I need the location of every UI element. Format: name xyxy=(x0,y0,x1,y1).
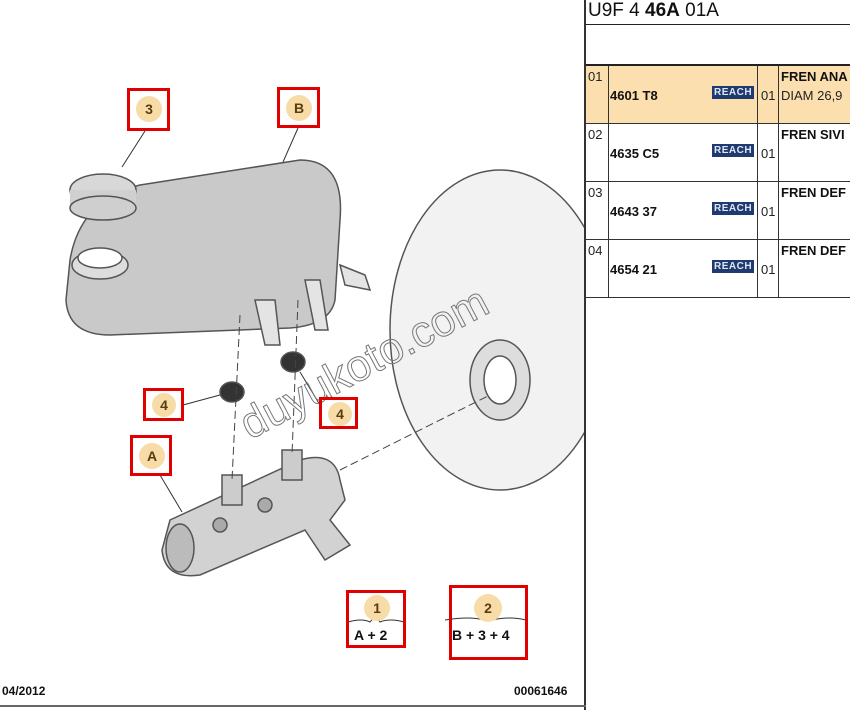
parts-list-panel: U9F 4 46A 01A 01 4601 T8 REACH 01 FREN A… xyxy=(586,0,850,300)
row-index: 03 xyxy=(588,185,603,200)
grommet xyxy=(280,351,306,373)
diagram-date: 04/2012 xyxy=(2,684,46,698)
parts-row[interactable]: 04 4654 21 REACH 01 FREN DEF xyxy=(586,240,850,298)
reach-badge: REACH xyxy=(712,202,755,215)
quantity: 01 xyxy=(761,204,776,219)
bottom-border xyxy=(0,705,586,707)
exploded-view-drawing: duyukoto.com xyxy=(65,127,611,623)
callout-A[interactable]: A xyxy=(130,435,172,476)
master-cylinder xyxy=(161,456,352,577)
parts-row[interactable]: 01 4601 T8 REACH 01 FREN ANA DIAM 26,9 xyxy=(586,66,850,124)
quantity: 01 xyxy=(761,88,776,103)
panel-title: U9F 4 46A 01A xyxy=(588,0,719,21)
row-index: 02 xyxy=(588,127,603,142)
callout-4-right[interactable]: 4 xyxy=(319,397,358,429)
part-detail: DIAM 26,9 xyxy=(781,88,843,103)
col-sep xyxy=(778,124,779,181)
divider xyxy=(586,24,850,25)
callout-3[interactable]: 3 xyxy=(127,88,170,131)
group-number: 2 xyxy=(474,594,502,622)
part-reference[interactable]: 4601 T8 xyxy=(610,88,658,103)
diagram-code: 00061646 xyxy=(514,684,568,698)
group-callout-1[interactable]: 1 A + 2 xyxy=(346,590,406,648)
group-callout-2[interactable]: 2 B + 3 + 4 xyxy=(449,585,528,660)
divider xyxy=(586,64,850,66)
callout-4-left[interactable]: 4 xyxy=(143,388,184,421)
callout-label: A xyxy=(139,443,165,469)
row-index: 04 xyxy=(588,243,603,258)
group-formula: B + 3 + 4 xyxy=(452,627,510,643)
part-description: FREN DEF xyxy=(781,243,846,258)
callout-label: 4 xyxy=(152,393,176,417)
callout-label: 3 xyxy=(136,96,162,122)
reach-badge: REACH xyxy=(712,86,755,99)
col-sep xyxy=(757,66,758,123)
col-sep xyxy=(608,240,609,297)
col-sep xyxy=(778,66,779,123)
col-sep xyxy=(757,124,758,181)
panel-divider xyxy=(584,0,586,710)
parts-row[interactable]: 02 4635 C5 REACH 01 FREN SIVI xyxy=(586,124,850,182)
parts-diagram: duyukoto.com 3 B 4 4 A 1 A + 2 2 B + 3 +… xyxy=(2,87,611,698)
col-sep xyxy=(757,182,758,239)
row-index: 01 xyxy=(588,69,603,84)
quantity: 01 xyxy=(761,146,776,161)
col-sep xyxy=(778,240,779,297)
parts-row[interactable]: 03 4643 37 REACH 01 FREN DEF xyxy=(586,182,850,240)
part-reference[interactable]: 4635 C5 xyxy=(610,146,660,161)
reach-badge: REACH xyxy=(712,260,755,273)
part-description: FREN SIVI xyxy=(781,127,845,142)
group-number: 1 xyxy=(364,595,390,621)
quantity: 01 xyxy=(761,262,776,277)
col-sep xyxy=(757,240,758,297)
callout-label: 4 xyxy=(328,402,352,426)
col-sep xyxy=(608,66,609,123)
part-description: FREN DEF xyxy=(781,185,846,200)
grommet xyxy=(219,381,245,403)
col-sep xyxy=(608,124,609,181)
col-sep xyxy=(608,182,609,239)
part-reference[interactable]: 4643 37 xyxy=(610,204,657,219)
part-description: FREN ANA xyxy=(781,69,848,84)
part-reference[interactable]: 4654 21 xyxy=(610,262,657,277)
col-sep xyxy=(778,182,779,239)
reach-badge: REACH xyxy=(712,144,755,157)
callout-B[interactable]: B xyxy=(277,87,320,128)
callout-label: B xyxy=(286,95,312,121)
group-formula: A + 2 xyxy=(354,627,388,643)
